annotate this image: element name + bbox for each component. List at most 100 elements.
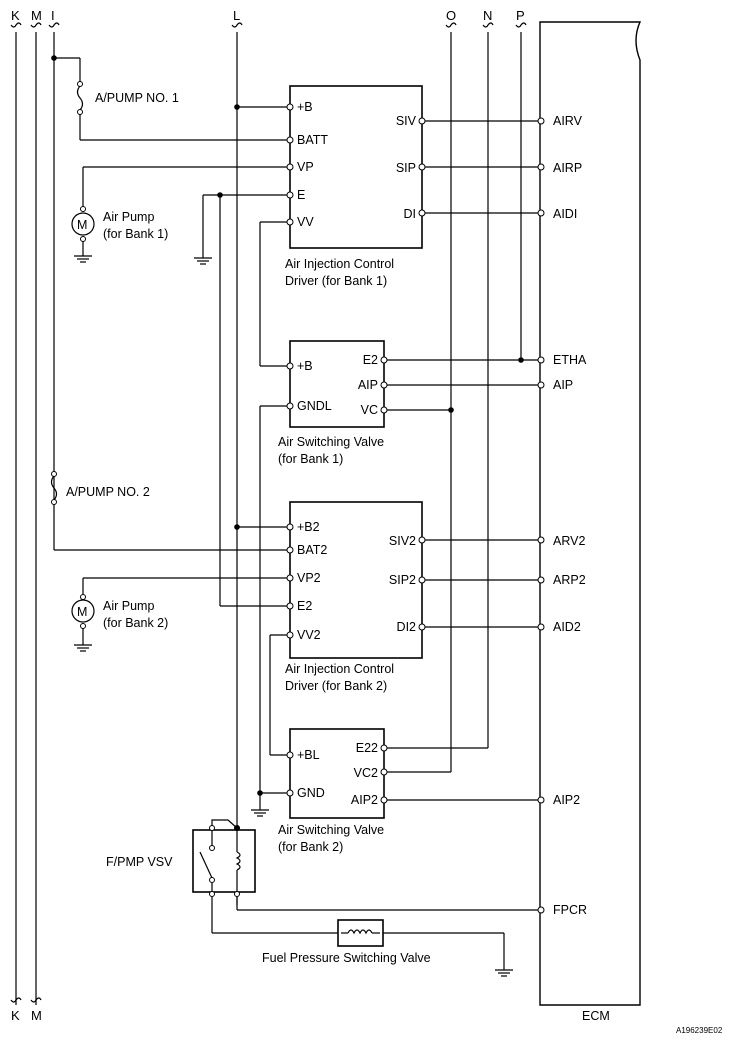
driver-1-terminal bbox=[286, 103, 294, 111]
fuse-2-circuit: A/PUMP NO. 2 bbox=[50, 471, 287, 551]
driver-2-pin-vp2: VP2 bbox=[297, 571, 321, 585]
ecm-pin-airv: AIRV bbox=[553, 114, 583, 128]
switch-icon bbox=[199, 851, 213, 879]
ecm-terminal bbox=[537, 356, 545, 364]
air-injection-driver-1: +B BATT VP E VV SIV SIP DI Air Injection… bbox=[285, 85, 426, 288]
fuse-1-label: A/PUMP NO. 1 bbox=[95, 91, 179, 105]
driver-1-box bbox=[289, 85, 423, 249]
break-mark bbox=[10, 997, 22, 1003]
bus-label-i: I bbox=[51, 8, 55, 23]
valve-2-pin-aip2: AIP2 bbox=[351, 793, 378, 807]
ecm-pin-aidi: AIDI bbox=[553, 207, 577, 221]
motor-1-symbol: M bbox=[77, 218, 87, 232]
ecm-body bbox=[539, 21, 642, 1006]
valve-2-caption-line2: (for Bank 2) bbox=[278, 840, 343, 854]
junction-dot bbox=[448, 407, 454, 413]
driver-1-pin-di: DI bbox=[404, 207, 417, 221]
valve-2-terminal bbox=[286, 751, 294, 759]
valve-1-terminal bbox=[380, 356, 388, 364]
bus-label-o: O bbox=[446, 8, 456, 23]
motor-1-label-line2: (for Bank 1) bbox=[103, 227, 168, 241]
bus-label-m: M bbox=[31, 8, 42, 23]
air-switching-valve-2: +BL GND E22 VC2 AIP2 Air Switching Valve… bbox=[278, 728, 388, 854]
ecm-pin-fpcr: FPCR bbox=[553, 903, 587, 917]
valve-1-terminal bbox=[380, 381, 388, 389]
junction-dot bbox=[234, 104, 240, 110]
driver-1-pin-vv: VV bbox=[297, 215, 314, 229]
motor-2-label-line1: Air Pump bbox=[103, 599, 154, 613]
valve-1-pin-aip: AIP bbox=[358, 378, 378, 392]
bus-label-k: K bbox=[11, 8, 20, 23]
vsv-terminal bbox=[209, 825, 215, 831]
valve-2-terminal bbox=[380, 744, 388, 752]
motor-terminal bbox=[80, 623, 86, 629]
driver-1-terminal bbox=[286, 136, 294, 144]
motor-2-symbol: M bbox=[77, 605, 87, 619]
driver-1-caption-line1: Air Injection Control bbox=[285, 257, 394, 271]
driver-2-caption-line2: Driver (for Bank 2) bbox=[285, 679, 387, 693]
fuse-1-symbol bbox=[76, 85, 84, 111]
driver-2-pin-vv2: VV2 bbox=[297, 628, 321, 642]
fuse-terminal bbox=[77, 109, 83, 115]
valve-2-terminal bbox=[286, 789, 294, 797]
valve-1-pin-e2: E2 bbox=[363, 353, 378, 367]
driver-2-terminal bbox=[418, 576, 426, 584]
driver-2-terminal bbox=[418, 536, 426, 544]
motor-2-label-line2: (for Bank 2) bbox=[103, 616, 168, 630]
break-mark bbox=[445, 22, 457, 28]
break-mark bbox=[48, 22, 60, 28]
ecm-terminal bbox=[537, 623, 545, 631]
driver-1-terminal bbox=[418, 117, 426, 125]
driver-1-terminal bbox=[418, 209, 426, 217]
ecm-terminal bbox=[537, 117, 545, 125]
driver-1-pin-vp: VP bbox=[297, 160, 314, 174]
valve-1-caption-line2: (for Bank 1) bbox=[278, 452, 343, 466]
driver-1-pin-e: E bbox=[297, 188, 305, 202]
fuel-pressure-switching-valve: Fuel Pressure Switching Valve bbox=[262, 919, 431, 965]
valve-2-pin-gnd: GND bbox=[297, 786, 325, 800]
driver-1-pin-b: +B bbox=[297, 100, 313, 114]
ecm-terminal bbox=[537, 209, 545, 217]
junction-dot bbox=[518, 357, 524, 363]
valve-1-pin-vc: VC bbox=[361, 403, 378, 417]
figure-id: A196239E02 bbox=[676, 1026, 723, 1035]
fuse-2-label: A/PUMP NO. 2 bbox=[66, 485, 150, 499]
valve-2-pin-vc2: VC2 bbox=[354, 766, 378, 780]
air-pump-2: M Air Pump (for Bank 2) bbox=[71, 577, 287, 652]
break-mark bbox=[30, 997, 42, 1003]
ecm-label: ECM bbox=[582, 1009, 610, 1023]
ecm-pin-arv2: ARV2 bbox=[553, 534, 585, 548]
ecm-terminal bbox=[537, 906, 545, 914]
driver-2-pin-bat2: BAT2 bbox=[297, 543, 327, 557]
driver-1-pin-siv: SIV bbox=[396, 114, 417, 128]
junction-dot bbox=[51, 55, 57, 61]
bus-label-n: N bbox=[483, 8, 492, 23]
vsv-box bbox=[192, 829, 256, 893]
driver-1-pin-sip: SIP bbox=[396, 161, 416, 175]
valve-2-pin-bl: +BL bbox=[297, 748, 320, 762]
fuse-terminal bbox=[77, 81, 83, 87]
coil-icon bbox=[347, 929, 373, 935]
driver-1-terminal bbox=[286, 191, 294, 199]
vsv-terminal bbox=[209, 891, 215, 897]
ecm-terminal bbox=[537, 163, 545, 171]
fpmp-vsv: F/PMP VSV bbox=[106, 819, 256, 897]
bus-label-l: L bbox=[233, 8, 240, 23]
driver-2-terminal bbox=[286, 602, 294, 610]
switch-icon bbox=[209, 845, 215, 851]
break-mark bbox=[515, 22, 527, 28]
air-pump-1: M Air Pump (for Bank 1) bbox=[71, 166, 290, 263]
ecm-terminal bbox=[537, 576, 545, 584]
driver-1-terminal bbox=[418, 163, 426, 171]
vsv-label: F/PMP VSV bbox=[106, 855, 173, 869]
ecm-terminal bbox=[537, 536, 545, 544]
valve-1-pin-b: +B bbox=[297, 359, 313, 373]
ecm-pin-aip: AIP bbox=[553, 378, 573, 392]
valve-2-caption-line1: Air Switching Valve bbox=[278, 823, 384, 837]
break-mark bbox=[30, 22, 42, 28]
valve-1-terminal bbox=[380, 406, 388, 414]
fuse-terminal bbox=[51, 499, 57, 505]
coil-icon bbox=[235, 851, 241, 871]
valve-1-caption-line1: Air Switching Valve bbox=[278, 435, 384, 449]
